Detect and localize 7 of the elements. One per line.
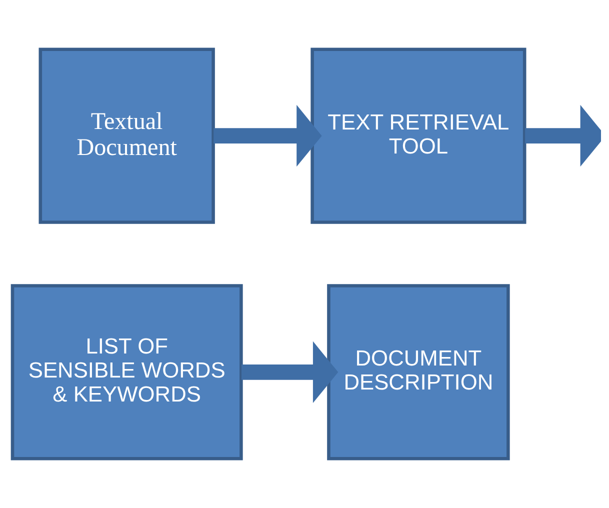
node-box: TEXT RETRIEVAL TOOL [310,48,526,224]
arrow [242,341,338,404]
node-box: Textual Document [38,48,215,224]
arrow [525,104,601,167]
node-box: LIST OF SENSIBLE WORDS & KEYWORDS [10,284,243,460]
arrow [214,104,322,167]
node-box: DOCUMENT DESCRIPTION [327,284,510,460]
